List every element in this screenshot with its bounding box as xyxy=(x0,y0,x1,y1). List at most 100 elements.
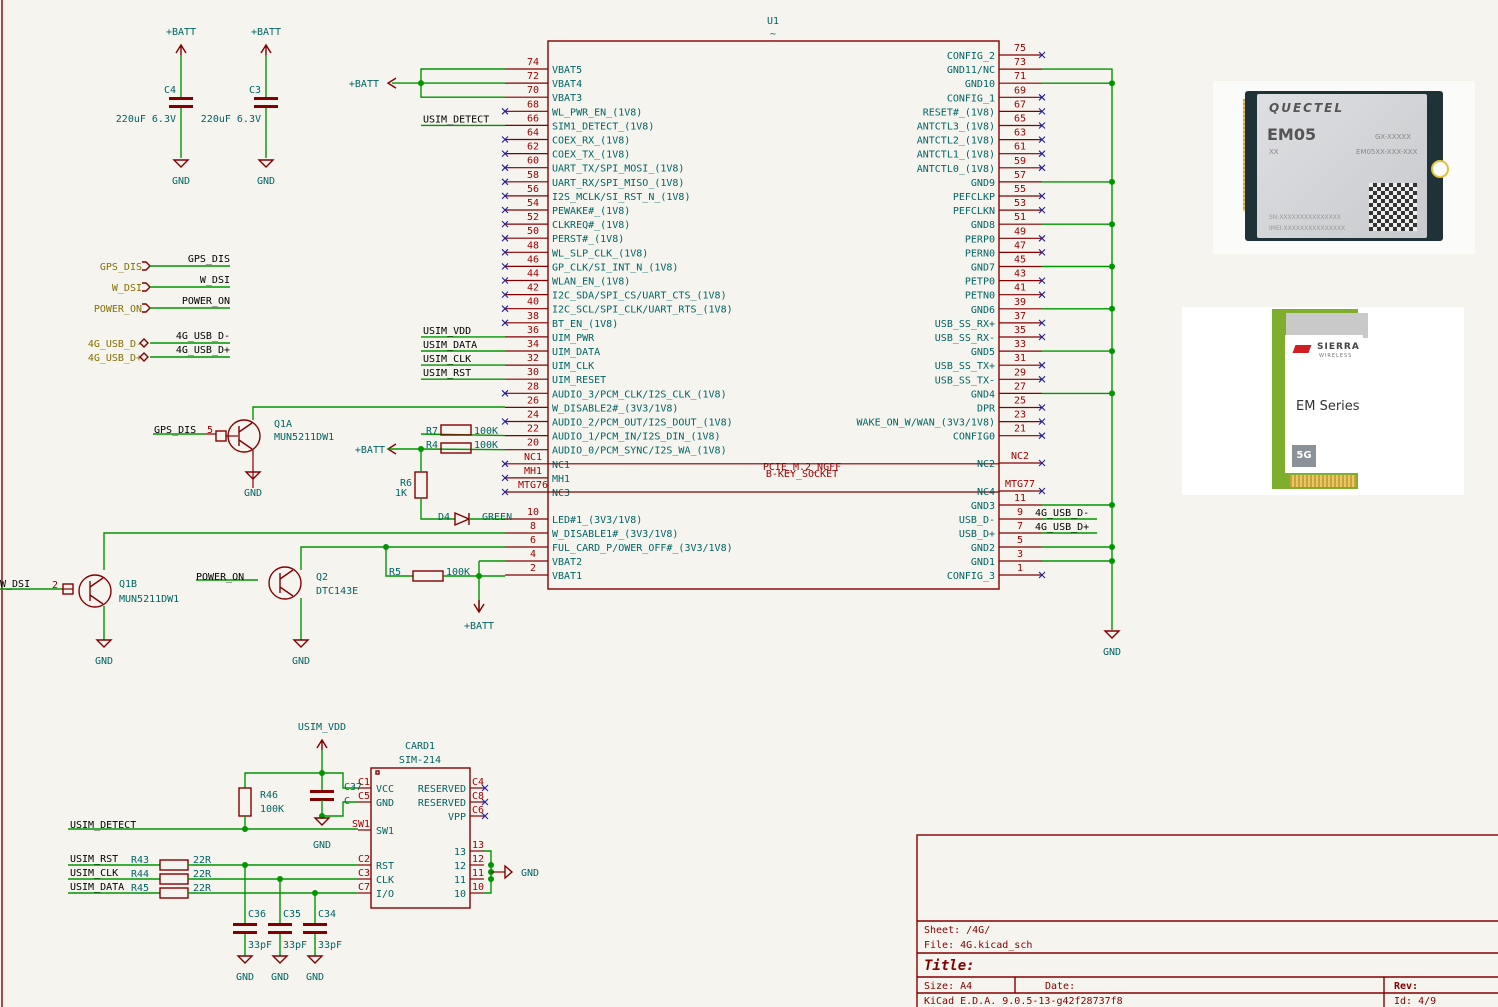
sim-pin-name: VCC xyxy=(376,784,394,795)
u1-pin-number: 72 xyxy=(527,71,539,82)
u1-pin-name: VBAT2 xyxy=(552,557,582,568)
r4-wire xyxy=(420,448,506,451)
q2-value: DTC143E xyxy=(316,586,358,597)
global-label: 4G_USB_D+ xyxy=(88,353,142,364)
u1-pin-name: I2C_SDA/SPI_CS/UART_CTS_(1V8) xyxy=(552,291,727,302)
u1-pin-name: GP_CLK/SI_INT_N_(1V8) xyxy=(552,262,678,273)
junction-dot xyxy=(488,862,494,868)
u1-pin-number: 50 xyxy=(527,226,539,237)
d4-value: GREEN xyxy=(482,512,512,523)
u1-pin-name: GND2 xyxy=(971,543,995,554)
u1-pin-number: 70 xyxy=(527,85,539,96)
gnd-label: GND xyxy=(292,656,310,667)
u1-pin-name: COEX_RX_(1V8) xyxy=(552,136,630,147)
u1-pin-name: AUDIO_2/PCM_OUT/I2S_DOUT_(1V8) xyxy=(552,418,733,429)
filter-cap-plate xyxy=(233,923,257,926)
junction-dot xyxy=(1109,80,1115,87)
bulk-cap-plate xyxy=(169,105,193,108)
gnd-icon xyxy=(236,955,254,964)
r7-ref: R7 xyxy=(426,426,438,437)
gnd-label: GND xyxy=(313,840,331,851)
junction-dot xyxy=(1109,544,1115,550)
global-label: POWER_ON xyxy=(94,304,142,315)
u1-pin-name: VBAT5 xyxy=(552,65,582,76)
u1-pin-name: GND9 xyxy=(971,178,995,189)
no-connect-icon xyxy=(481,784,489,792)
u1-pin-name: W_DISABLE2#_(3V3/1V8) xyxy=(552,403,678,414)
junction-dot xyxy=(1109,178,1115,185)
u1-pin-number: 42 xyxy=(527,283,539,294)
sim-pin-number: 10 xyxy=(472,882,484,893)
led-icon xyxy=(454,511,471,527)
resistor-ref: R45 xyxy=(131,883,149,894)
sim-holder-body[interactable] xyxy=(370,767,471,909)
sierra-5g-badge: 5G xyxy=(1292,445,1316,467)
q2-emitter xyxy=(279,586,294,597)
no-connect-icon xyxy=(1038,571,1046,579)
no-connect-icon xyxy=(1038,418,1046,425)
gnd-icon xyxy=(257,159,275,168)
tb-id: Id: 4/9 xyxy=(1394,996,1436,1007)
u1-pin-name: MH1 xyxy=(552,474,570,485)
net-label: 4G_USB_D- xyxy=(176,331,230,342)
u1-pin-name: RESET#_(1V8) xyxy=(923,107,995,118)
no-connect-icon xyxy=(501,178,509,186)
u1-pin-name: I2C_SCL/SPI_CLK/UART_RTS_(1V8) xyxy=(552,305,733,316)
u1-pin-name: WAKE_ON_W/WAN_(3V3/1V8) xyxy=(857,418,995,429)
no-connect-icon xyxy=(501,263,509,270)
power-arrow-icon xyxy=(473,600,485,614)
module-code1: GX-XXXXX xyxy=(1375,133,1412,141)
gnd-icon xyxy=(306,955,324,964)
r7-value: 100K xyxy=(474,426,498,437)
filter-cap-plate xyxy=(303,931,327,934)
u1-pin-number: 46 xyxy=(527,254,539,265)
pin1-marker xyxy=(375,770,380,775)
no-connect-icon xyxy=(501,107,509,115)
u1-pin-name: USB_D+ xyxy=(959,529,995,540)
r6-ref: R6 xyxy=(400,478,412,489)
gnd-bus xyxy=(1042,68,1113,630)
u1-pin-name: PEFCLKN xyxy=(953,206,995,217)
filter-cap-value: 33pF xyxy=(283,940,307,951)
sim-pin-name: 11 xyxy=(454,875,466,886)
u1-pin-number: 66 xyxy=(527,113,539,124)
global-label-shape xyxy=(139,338,149,348)
sim-pin-name: CLK xyxy=(376,875,394,886)
sierra-em-series-image: SIERRA WIRELESS EM Series 5G xyxy=(1182,307,1464,495)
u1-pin-name: UIM_DATA xyxy=(552,347,600,358)
card1-value: SIM-214 xyxy=(399,755,441,766)
junction-dot xyxy=(1109,558,1115,564)
net-label: USIM_RST xyxy=(70,854,118,865)
power-label: USIM_VDD xyxy=(298,722,346,733)
c37-plate xyxy=(310,798,334,801)
u1-pin-name: ANTCTL1_(1V8) xyxy=(917,150,995,161)
u1-pin-name: UIM_PWR xyxy=(552,333,595,344)
u1-pin-number: MH1 xyxy=(524,466,542,477)
c37-ref: C37 xyxy=(344,782,362,793)
net-label: USIM_VDD xyxy=(423,326,471,337)
u1-pin-name: NC3 xyxy=(552,488,570,499)
filter-cap-ref: C35 xyxy=(283,909,301,920)
u1-pin-number: 57 xyxy=(1014,170,1026,181)
u1-pin-number: 4 xyxy=(530,549,536,560)
no-connect-icon xyxy=(1038,234,1046,242)
sim-pin-name: RST xyxy=(376,861,394,872)
no-connect-icon xyxy=(1038,432,1046,440)
u1-pin-name: WL_PWR_EN_(1V8) xyxy=(552,107,642,118)
u1-pin-number: 54 xyxy=(527,198,539,209)
q1b-emitter xyxy=(89,594,104,605)
vcc-wire xyxy=(244,772,358,789)
u1-body[interactable] xyxy=(547,40,1000,590)
u1-pin-number: 25 xyxy=(1014,396,1026,407)
u1-pin-number: 34 xyxy=(527,339,539,350)
batt-label: +BATT xyxy=(355,445,385,456)
sim-pin-number: C6 xyxy=(472,805,484,816)
u1-pin-name: GND10 xyxy=(965,79,995,90)
no-connect-icon xyxy=(501,164,509,172)
cap-value: 220uF 6.3V xyxy=(201,114,261,125)
u1-pin-number: 30 xyxy=(527,367,539,378)
u1-pin-name: UIM_RESET xyxy=(552,375,606,386)
junction-dot xyxy=(1109,348,1115,355)
r6-resistor xyxy=(414,471,428,499)
